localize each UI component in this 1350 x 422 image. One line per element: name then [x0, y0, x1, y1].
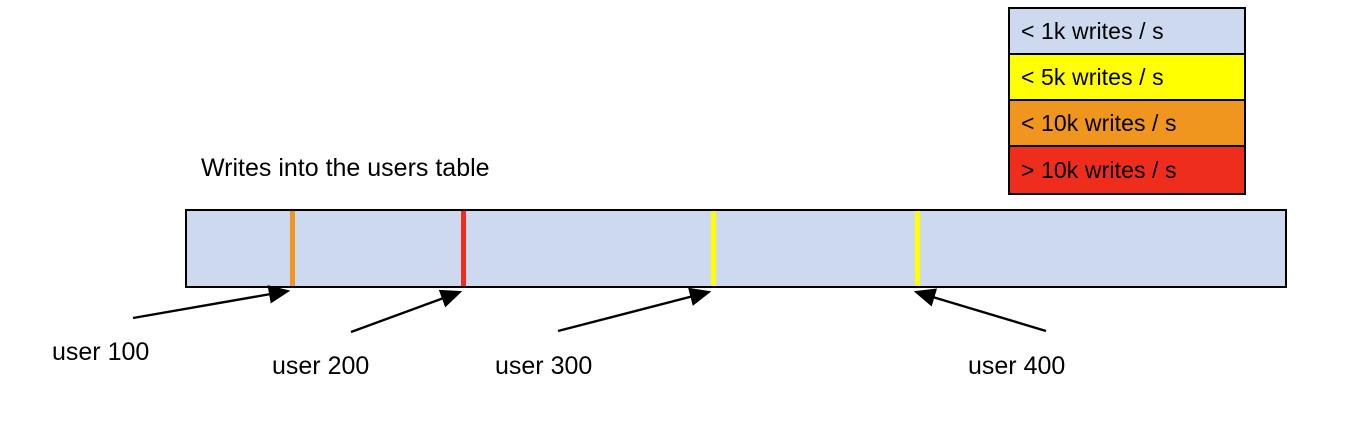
legend: < 1k writes / s < 5k writes / s < 10k wr…	[1008, 7, 1246, 195]
user-400-arrow	[913, 288, 1047, 333]
user-400-stripe	[915, 211, 920, 286]
user-200-stripe	[461, 211, 466, 286]
user-300-stripe	[711, 211, 716, 286]
user-100-arrow	[132, 285, 291, 320]
legend-row-under-10k: < 10k writes / s	[1010, 101, 1244, 147]
legend-row-over-10k: > 10k writes / s	[1010, 147, 1244, 193]
legend-row-under-1k: < 1k writes / s	[1010, 9, 1244, 55]
user-400-label: user 400	[968, 352, 1066, 380]
user-200-arrow	[350, 289, 463, 334]
users-table-bar	[185, 209, 1287, 288]
user-200-label: user 200	[272, 352, 370, 380]
legend-label-under-5k: < 5k writes / s	[1021, 63, 1164, 90]
user-100-label: user 100	[52, 338, 150, 366]
legend-label-under-10k: < 10k writes / s	[1021, 109, 1177, 136]
legend-row-under-5k: < 5k writes / s	[1010, 55, 1244, 101]
user-100-stripe	[290, 211, 295, 286]
diagram-caption: Writes into the users table	[201, 154, 490, 182]
legend-label-over-10k: > 10k writes / s	[1021, 156, 1177, 183]
legend-label-under-1k: < 1k writes / s	[1021, 17, 1164, 44]
user-300-arrow	[557, 287, 712, 333]
user-300-label: user 300	[495, 352, 593, 380]
